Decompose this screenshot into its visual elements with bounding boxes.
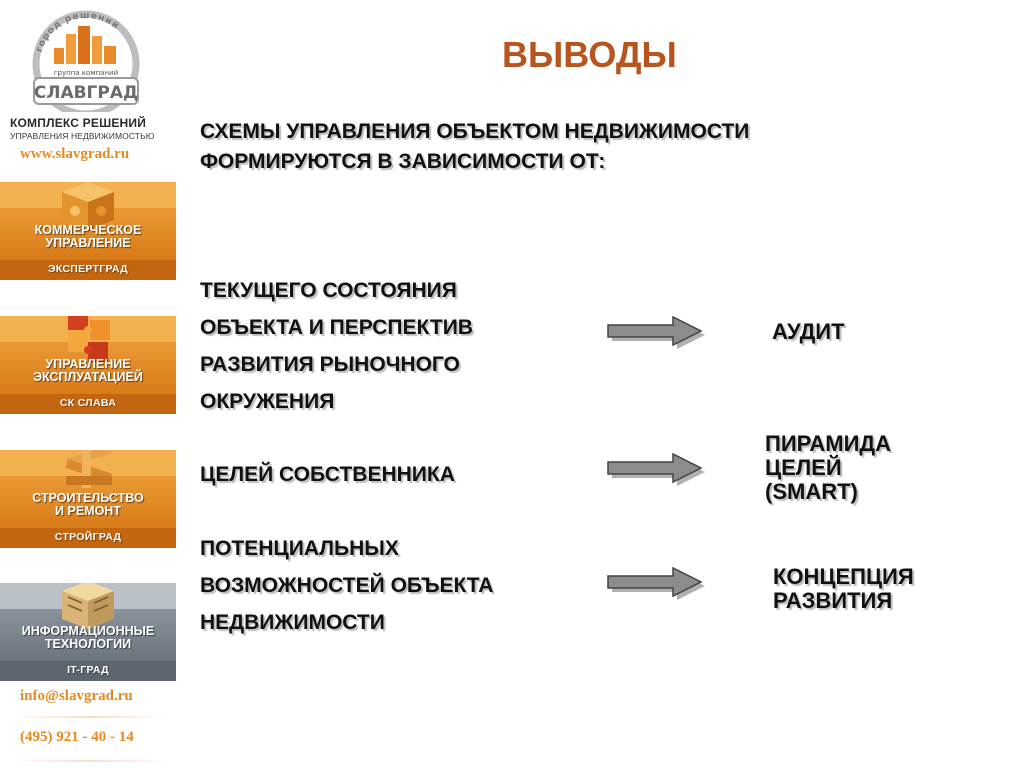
website-link[interactable]: www.slavgrad.ru	[20, 146, 130, 162]
slide-title: ВЫВОДЫ	[502, 34, 677, 75]
contact-email[interactable]: info@slavgrad.ru	[20, 688, 133, 704]
tile-subtitle: IT-ГРАД	[67, 664, 109, 676]
intro-text: СХЕМЫ УПРАВЛЕНИЯ ОБЪЕКТОМ НЕДВИЖИМОСТИ Ф…	[200, 120, 750, 173]
cube-icon	[62, 182, 114, 230]
tile-subtitle: СТРОЙГРАД	[54, 531, 122, 543]
tile-operations-management[interactable]: УПРАВЛЕНИЕ ЭКСПЛУАТАЦИЕЙ СК СЛАВА	[0, 316, 176, 414]
puzzle-icon	[68, 316, 110, 362]
factor-owner-goals: ЦЕЛЕЙ СОБСТВЕННИКА	[200, 463, 455, 486]
arrow-right-icon	[607, 566, 705, 600]
brand-subtitle: УПРАВЛЕНИЯ НЕДВИЖИМОСТЬЮ	[10, 131, 155, 141]
tile-label: УПРАВЛЕНИЕ ЭКСПЛУАТАЦИЕЙ	[33, 357, 143, 384]
logo-brand-text: СЛАВГРАД	[34, 83, 138, 103]
slavgrad-logo: город решений группа компаний СЛАВГРАД	[32, 10, 140, 112]
result-development-concept: КОНЦЕПЦИЯ РАЗВИТИЯ	[773, 564, 914, 613]
contact-phone: (495) 921 - 40 - 14	[20, 729, 134, 745]
arrow-right-icon	[607, 315, 705, 349]
tile-information-technologies[interactable]: ИНФОРМАЦИОННЫЕ ТЕХНОЛОГИИ IT-ГРАД	[0, 583, 176, 681]
factor-potential-opportunities: ПОТЕНЦИАЛЬНЫХ ВОЗМОЖНОСТЕЙ ОБЪЕКТА НЕДВИ…	[200, 537, 494, 634]
maze-cube-icon	[62, 583, 114, 629]
sidebar: город решений группа компаний СЛАВГРАД К…	[0, 0, 178, 768]
result-audit: АУДИТ	[772, 319, 845, 344]
wood-blocks-icon	[65, 450, 113, 488]
tile-label: СТРОИТЕЛЬСТВО И РЕМОНТ	[32, 491, 144, 518]
factor-current-state: ТЕКУЩЕГО СОСТОЯНИЯ ОБЪЕКТА И ПЕРСПЕКТИВ …	[200, 279, 473, 413]
result-goals-pyramid: ПИРАМИДА ЦЕЛЕЙ (SMART)	[765, 431, 891, 504]
logo-group-text: группа компаний	[54, 69, 118, 77]
tile-commercial-management[interactable]: КОММЕРЧЕСКОЕ УПРАВЛЕНИЕ ЭКСПЕРТГРАД	[0, 182, 176, 280]
divider	[10, 760, 170, 762]
tile-subtitle: СК СЛАВА	[59, 397, 117, 409]
tile-label: КОММЕРЧЕСКОЕ УПРАВЛЕНИЕ	[34, 223, 142, 250]
tile-subtitle: ЭКСПЕРТГРАД	[48, 263, 128, 275]
divider	[10, 716, 170, 718]
tile-label: ИНФОРМАЦИОННЫЕ ТЕХНОЛОГИИ	[21, 624, 155, 651]
arrow-right-icon	[607, 452, 705, 486]
brand-title: КОМПЛЕКС РЕШЕНИЙ	[10, 116, 147, 130]
tile-construction-repair[interactable]: СТРОИТЕЛЬСТВО И РЕМОНТ СТРОЙГРАД	[0, 450, 176, 548]
